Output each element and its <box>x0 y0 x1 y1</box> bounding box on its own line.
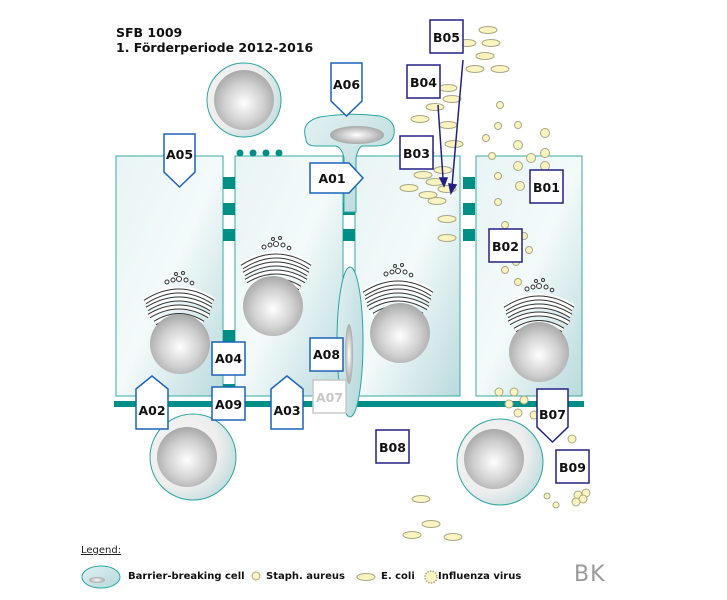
label-b07-text: B07 <box>539 407 566 422</box>
label-a04[interactable]: A04 <box>211 341 246 376</box>
label-a08-text: A08 <box>313 347 340 362</box>
legend-label-staph-aureus: Staph. aureus <box>266 571 345 582</box>
label-a02-text: A02 <box>138 403 165 418</box>
legend-label-influenza-virus: Influenza virus <box>438 571 522 582</box>
label-a01-text: A01 <box>318 171 345 186</box>
label-a07-text: A07 <box>316 390 343 405</box>
label-b08[interactable]: B08 <box>375 429 410 464</box>
legend-heading: Legend: <box>81 545 122 556</box>
label-a06[interactable]: A06 <box>330 62 363 118</box>
label-a09-text: A09 <box>215 397 242 412</box>
immune-cell-bottom-left <box>149 413 237 501</box>
label-a07[interactable]: A07 <box>312 379 347 414</box>
label-b09-text: B09 <box>559 460 586 475</box>
label-a01[interactable]: A01 <box>309 162 365 194</box>
label-b04[interactable]: B04 <box>406 64 441 99</box>
barrier-breaking-cell-icon <box>81 565 121 589</box>
nucleus-1 <box>150 314 210 374</box>
author-signature: BK <box>574 562 606 587</box>
header-line1: SFB 1009 <box>116 25 183 40</box>
header-line2: 1. Förderperiode 2012-2016 <box>116 40 314 55</box>
label-b01-text: B01 <box>533 180 560 195</box>
e-coli-bacteria <box>399 26 510 541</box>
label-b02[interactable]: B02 <box>488 228 523 263</box>
label-a02[interactable]: A02 <box>135 375 169 430</box>
b04-b05-arrows <box>437 59 464 195</box>
label-b03-text: B03 <box>403 146 430 161</box>
label-a09[interactable]: A09 <box>211 386 246 421</box>
label-b03[interactable]: B03 <box>399 135 434 170</box>
nucleus-2 <box>243 276 303 336</box>
label-b02-text: B02 <box>492 239 519 254</box>
immune-cell-top <box>206 62 282 138</box>
label-a04-text: A04 <box>215 351 242 366</box>
immune-cell-bottom-right <box>456 418 544 506</box>
label-a05-text: A05 <box>166 147 193 162</box>
adhesion-dots <box>236 149 283 157</box>
label-a08[interactable]: A08 <box>309 337 344 372</box>
label-b05[interactable]: B05 <box>429 19 464 54</box>
nucleus-4 <box>509 322 569 382</box>
label-a06-text: A06 <box>333 77 360 92</box>
influenza-virus-icon <box>424 570 438 584</box>
legend-label-e-coli: E. coli <box>381 571 415 582</box>
nucleus-3 <box>370 303 430 363</box>
label-b04-text: B04 <box>410 75 437 90</box>
label-b01[interactable]: B01 <box>529 169 564 204</box>
label-b09[interactable]: B09 <box>555 449 590 484</box>
label-a05[interactable]: A05 <box>163 133 196 189</box>
label-a03[interactable]: A03 <box>270 375 304 430</box>
label-b08-text: B08 <box>379 440 406 455</box>
label-a03-text: A03 <box>273 403 300 418</box>
legend-label-barrier-breaking-cell: Barrier-breaking cell <box>128 571 245 582</box>
staph-aureus-icon <box>251 571 261 581</box>
e-coli-icon <box>356 573 376 581</box>
label-b07[interactable]: B07 <box>536 388 569 444</box>
label-b05-text: B05 <box>433 30 460 45</box>
